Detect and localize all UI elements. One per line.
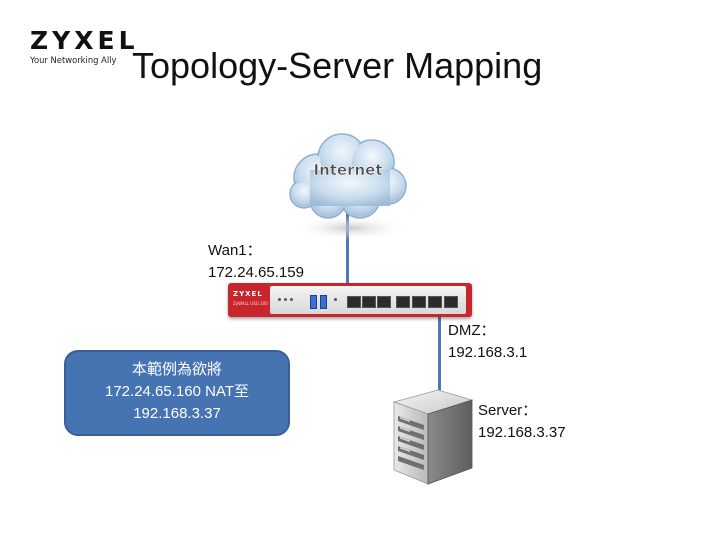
logo-tagline: Your Networking Ally [30,55,117,65]
ethernet-port-icon [362,296,376,308]
usb-port-icon [310,295,317,309]
ethernet-port-icon [444,296,458,308]
wan-ip: 172.24.65.159 [208,264,304,281]
callout-line-3: 192.168.3.37 [133,405,221,422]
ethernet-port-icon [347,296,361,308]
page-title: Topology-Server Mapping [132,45,543,86]
dmz-ip: 192.168.3.1 [448,344,528,361]
zyxel-logo: ZYXEL Your Networking Ally [30,26,139,66]
router-brand: ZYXEL [233,290,263,298]
router-model: ZyWALL USG 200 [233,301,268,306]
dmz-label: DMZ： 192.168.3.1 [448,320,527,364]
firewall-router: ZYXEL ZyWALL USG 200 [228,283,472,317]
wan-cable [346,200,349,298]
dmz-name: DMZ： [448,322,496,339]
server-icon [392,389,474,485]
server-ip: 192.168.3.37 [478,424,566,441]
internet-label: Internet [313,161,382,179]
wan-label: Wan1： 172.24.65.159 [208,240,304,284]
status-led [290,298,293,301]
callout-line-1: 本範例為欲將 [131,361,222,378]
server-label: Server： 192.168.3.37 [478,400,566,444]
server-name: Server： [478,402,538,419]
logo-wordmark: ZYXEL [30,26,139,55]
wan-name: Wan1： [208,242,262,259]
ethernet-port-icon [428,296,442,308]
usb-port-icon [320,295,327,309]
status-led [278,298,281,301]
nat-note-callout: 本範例為欲將 172.24.65.160 NAT至 192.168.3.37 [64,350,290,436]
status-led [284,298,287,301]
internet-cloud-icon: Internet [289,133,408,240]
dmz-cable [438,300,441,408]
callout-line-2: 172.24.65.160 NAT至 [105,383,249,400]
status-led [334,298,337,301]
router-port-panel [270,286,466,314]
ethernet-port-icon [396,296,410,308]
ethernet-port-icon [377,296,391,308]
ethernet-port-icon [412,296,426,308]
